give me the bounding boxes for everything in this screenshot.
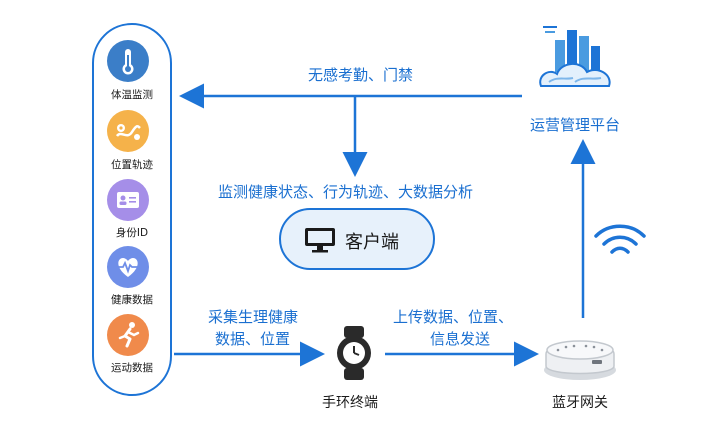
- monitor-icon: [305, 228, 335, 253]
- bluetooth-gateway-icon: [544, 340, 616, 380]
- cloud-platform-icon: [539, 26, 611, 87]
- gateway-label: 蓝牙网关: [552, 395, 608, 411]
- analysis-label: 监测健康状态、行为轨迹、大数据分析: [218, 183, 474, 201]
- watch-label: 手环终端: [322, 395, 378, 411]
- attendance-label: 无感考勤、门禁: [308, 66, 414, 84]
- platform-label: 运营管理平台: [530, 116, 621, 134]
- upload-label-line1: 上传数据、位置、: [393, 308, 514, 326]
- sidebar-item-label: 体温监测: [111, 89, 153, 101]
- heart-pulse-icon: [107, 246, 149, 288]
- id-card-icon: [107, 179, 149, 221]
- client-node: 客户端: [279, 208, 435, 270]
- thermometer-icon: [107, 40, 149, 82]
- feature-panel: [92, 23, 172, 396]
- sidebar-item-label: 身份ID: [115, 227, 149, 239]
- collect-label-line2: 数据、位置: [215, 330, 291, 348]
- watch-icon: [337, 326, 371, 380]
- running-person-icon: [107, 314, 149, 356]
- wifi-signal-icon: [594, 224, 646, 254]
- sidebar-item-label: 位置轨迹: [111, 159, 153, 171]
- sidebar-item-label: 运动数据: [111, 362, 153, 374]
- client-label: 客户端: [345, 232, 399, 253]
- sidebar-item-label: 健康数据: [111, 294, 153, 306]
- location-track-icon: [107, 110, 149, 152]
- upload-label-line2: 信息发送: [430, 330, 491, 348]
- collect-label-line1: 采集生理健康: [208, 308, 299, 326]
